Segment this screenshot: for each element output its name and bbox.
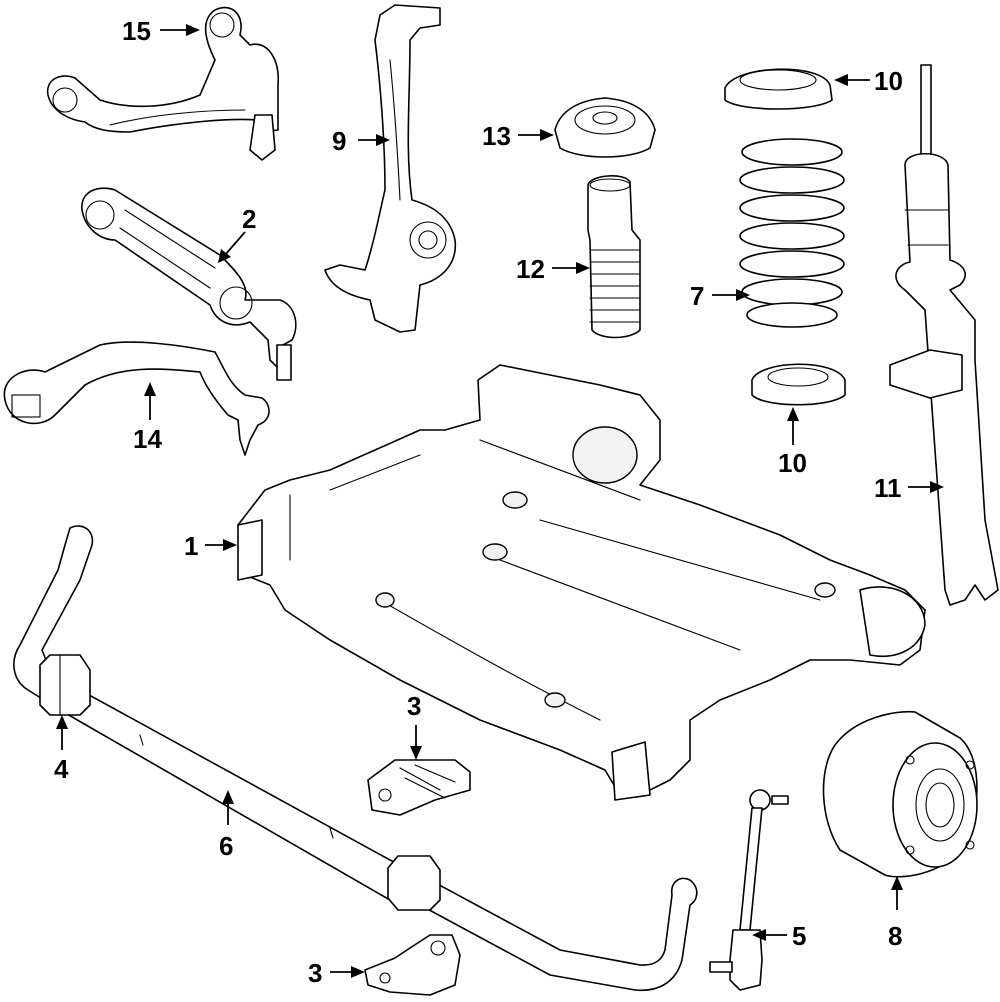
callout-6: 6 — [219, 831, 233, 861]
callout-4: 4 — [54, 754, 69, 784]
part-10-lower-spring-seat — [751, 363, 846, 406]
callout-labels: 15 2 14 9 13 12 10 7 10 11 1 4 6 3 3 5 8 — [54, 16, 903, 988]
part-2-lower-control-arm — [81, 187, 297, 381]
part-13-top-mount — [554, 97, 656, 158]
callout-11: 11 — [874, 473, 902, 503]
part-15-upper-control-arm — [46, 6, 279, 161]
part-stabilizer-center-bushing — [387, 855, 441, 911]
callout-10-lower: 10 — [778, 448, 807, 478]
callout-2: 2 — [242, 204, 256, 234]
callout-12: 12 — [516, 254, 545, 284]
part-14-lower-arm-curved — [3, 341, 270, 456]
part-8-wheel-hub — [822, 710, 978, 878]
callout-3-middle: 3 — [407, 691, 421, 721]
callout-15: 15 — [122, 16, 151, 46]
callout-13: 13 — [482, 121, 511, 151]
part-12-dust-boot — [587, 175, 641, 339]
callout-14: 14 — [133, 424, 162, 454]
part-3-bushing-bracket-middle — [367, 759, 471, 816]
callout-8: 8 — [888, 921, 902, 951]
callout-10-upper: 10 — [874, 66, 903, 96]
part-7-coil-spring — [739, 138, 845, 328]
callout-5: 5 — [792, 921, 806, 951]
callout-7: 7 — [690, 281, 704, 311]
part-4-stabilizer-bushing — [39, 654, 91, 716]
part-3-bushing-bracket-bottom — [364, 934, 461, 996]
callout-1: 1 — [184, 531, 198, 561]
callout-leaders — [56, 24, 944, 978]
part-11-strut — [889, 64, 999, 606]
part-5-stabilizer-link — [709, 789, 789, 991]
callout-9: 9 — [332, 126, 346, 156]
callout-3-bottom: 3 — [308, 958, 322, 988]
part-6-stabilizer-bar — [13, 525, 698, 992]
part-9-steering-knuckle — [324, 4, 457, 333]
part-1-subframe — [237, 364, 926, 801]
part-10-upper-spring-seat — [724, 68, 833, 110]
